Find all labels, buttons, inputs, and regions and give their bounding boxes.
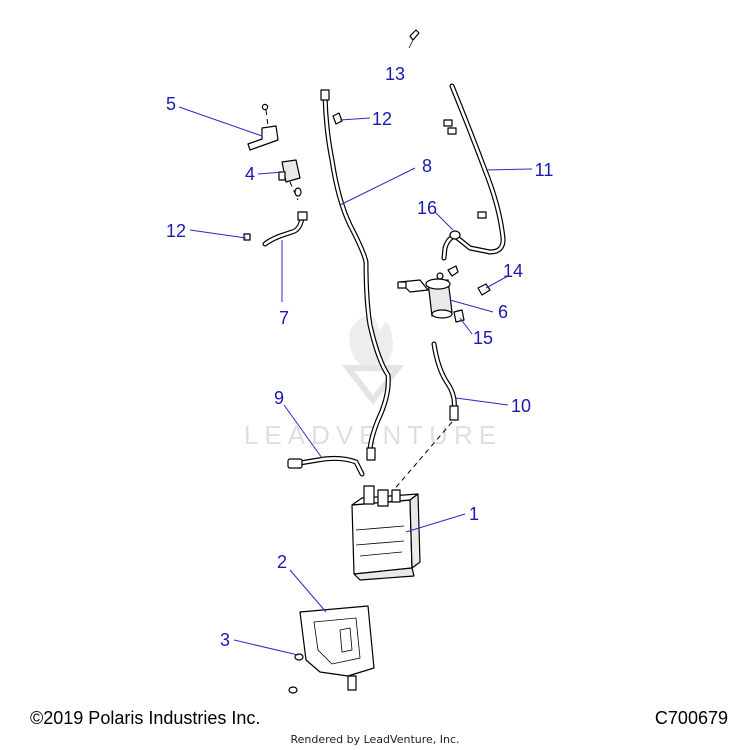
part-8-vent-line: [320, 89, 391, 461]
clip-b: [447, 127, 457, 135]
part-10-hose: [391, 341, 459, 493]
part-13-fastener: [408, 29, 420, 49]
part-4-valve: [278, 159, 302, 201]
callout-15: 15: [473, 328, 493, 348]
part-15-clip: [453, 309, 465, 323]
part-5-bracket: [247, 103, 279, 151]
callout-9: 9: [274, 388, 284, 408]
part-11-hose: [443, 83, 506, 255]
callout-5: 5: [166, 94, 176, 114]
callout-1: 1: [469, 504, 479, 524]
part-2-bracket: [299, 605, 375, 691]
leader-lines: [178, 106, 533, 656]
callout-3: 3: [220, 630, 230, 650]
callout-6: 6: [498, 302, 508, 322]
callout-11: 11: [535, 160, 554, 180]
callout-12-left: 12: [166, 221, 186, 241]
part-9-hose: [287, 455, 365, 477]
figure-id: C700679: [654, 708, 728, 728]
callout-7: 7: [279, 308, 289, 328]
part-3-bolt: [288, 653, 304, 694]
copyright-text: ©2019 Polaris Industries Inc.: [30, 708, 261, 728]
part-12-clip-left: [243, 233, 251, 241]
part-7-hose: [243, 211, 308, 247]
callout-14: 14: [503, 261, 523, 281]
callout-10: 10: [511, 396, 531, 416]
part-14-nut: [477, 283, 491, 296]
part-16-hose-clamp: [441, 230, 461, 261]
rendered-by-text: Rendered by LeadVenture, Inc.: [290, 733, 460, 746]
callout-2: 2: [277, 552, 287, 572]
part-12-clip-top: [332, 112, 343, 125]
callout-16: 16: [417, 198, 437, 218]
callout-12-top: 12: [372, 109, 392, 129]
clip-a: [443, 119, 453, 127]
clip-c: [477, 211, 487, 219]
callout-4: 4: [245, 164, 255, 184]
callout-13: 13: [385, 64, 405, 84]
part-1-evap-canister: [351, 485, 421, 581]
callout-8: 8: [422, 156, 432, 176]
callouts: 13 5 12 8 11 4 16 12 14 6 7 15 9 10 1 2 …: [166, 64, 553, 650]
part-6-purge-valve: [397, 265, 459, 319]
